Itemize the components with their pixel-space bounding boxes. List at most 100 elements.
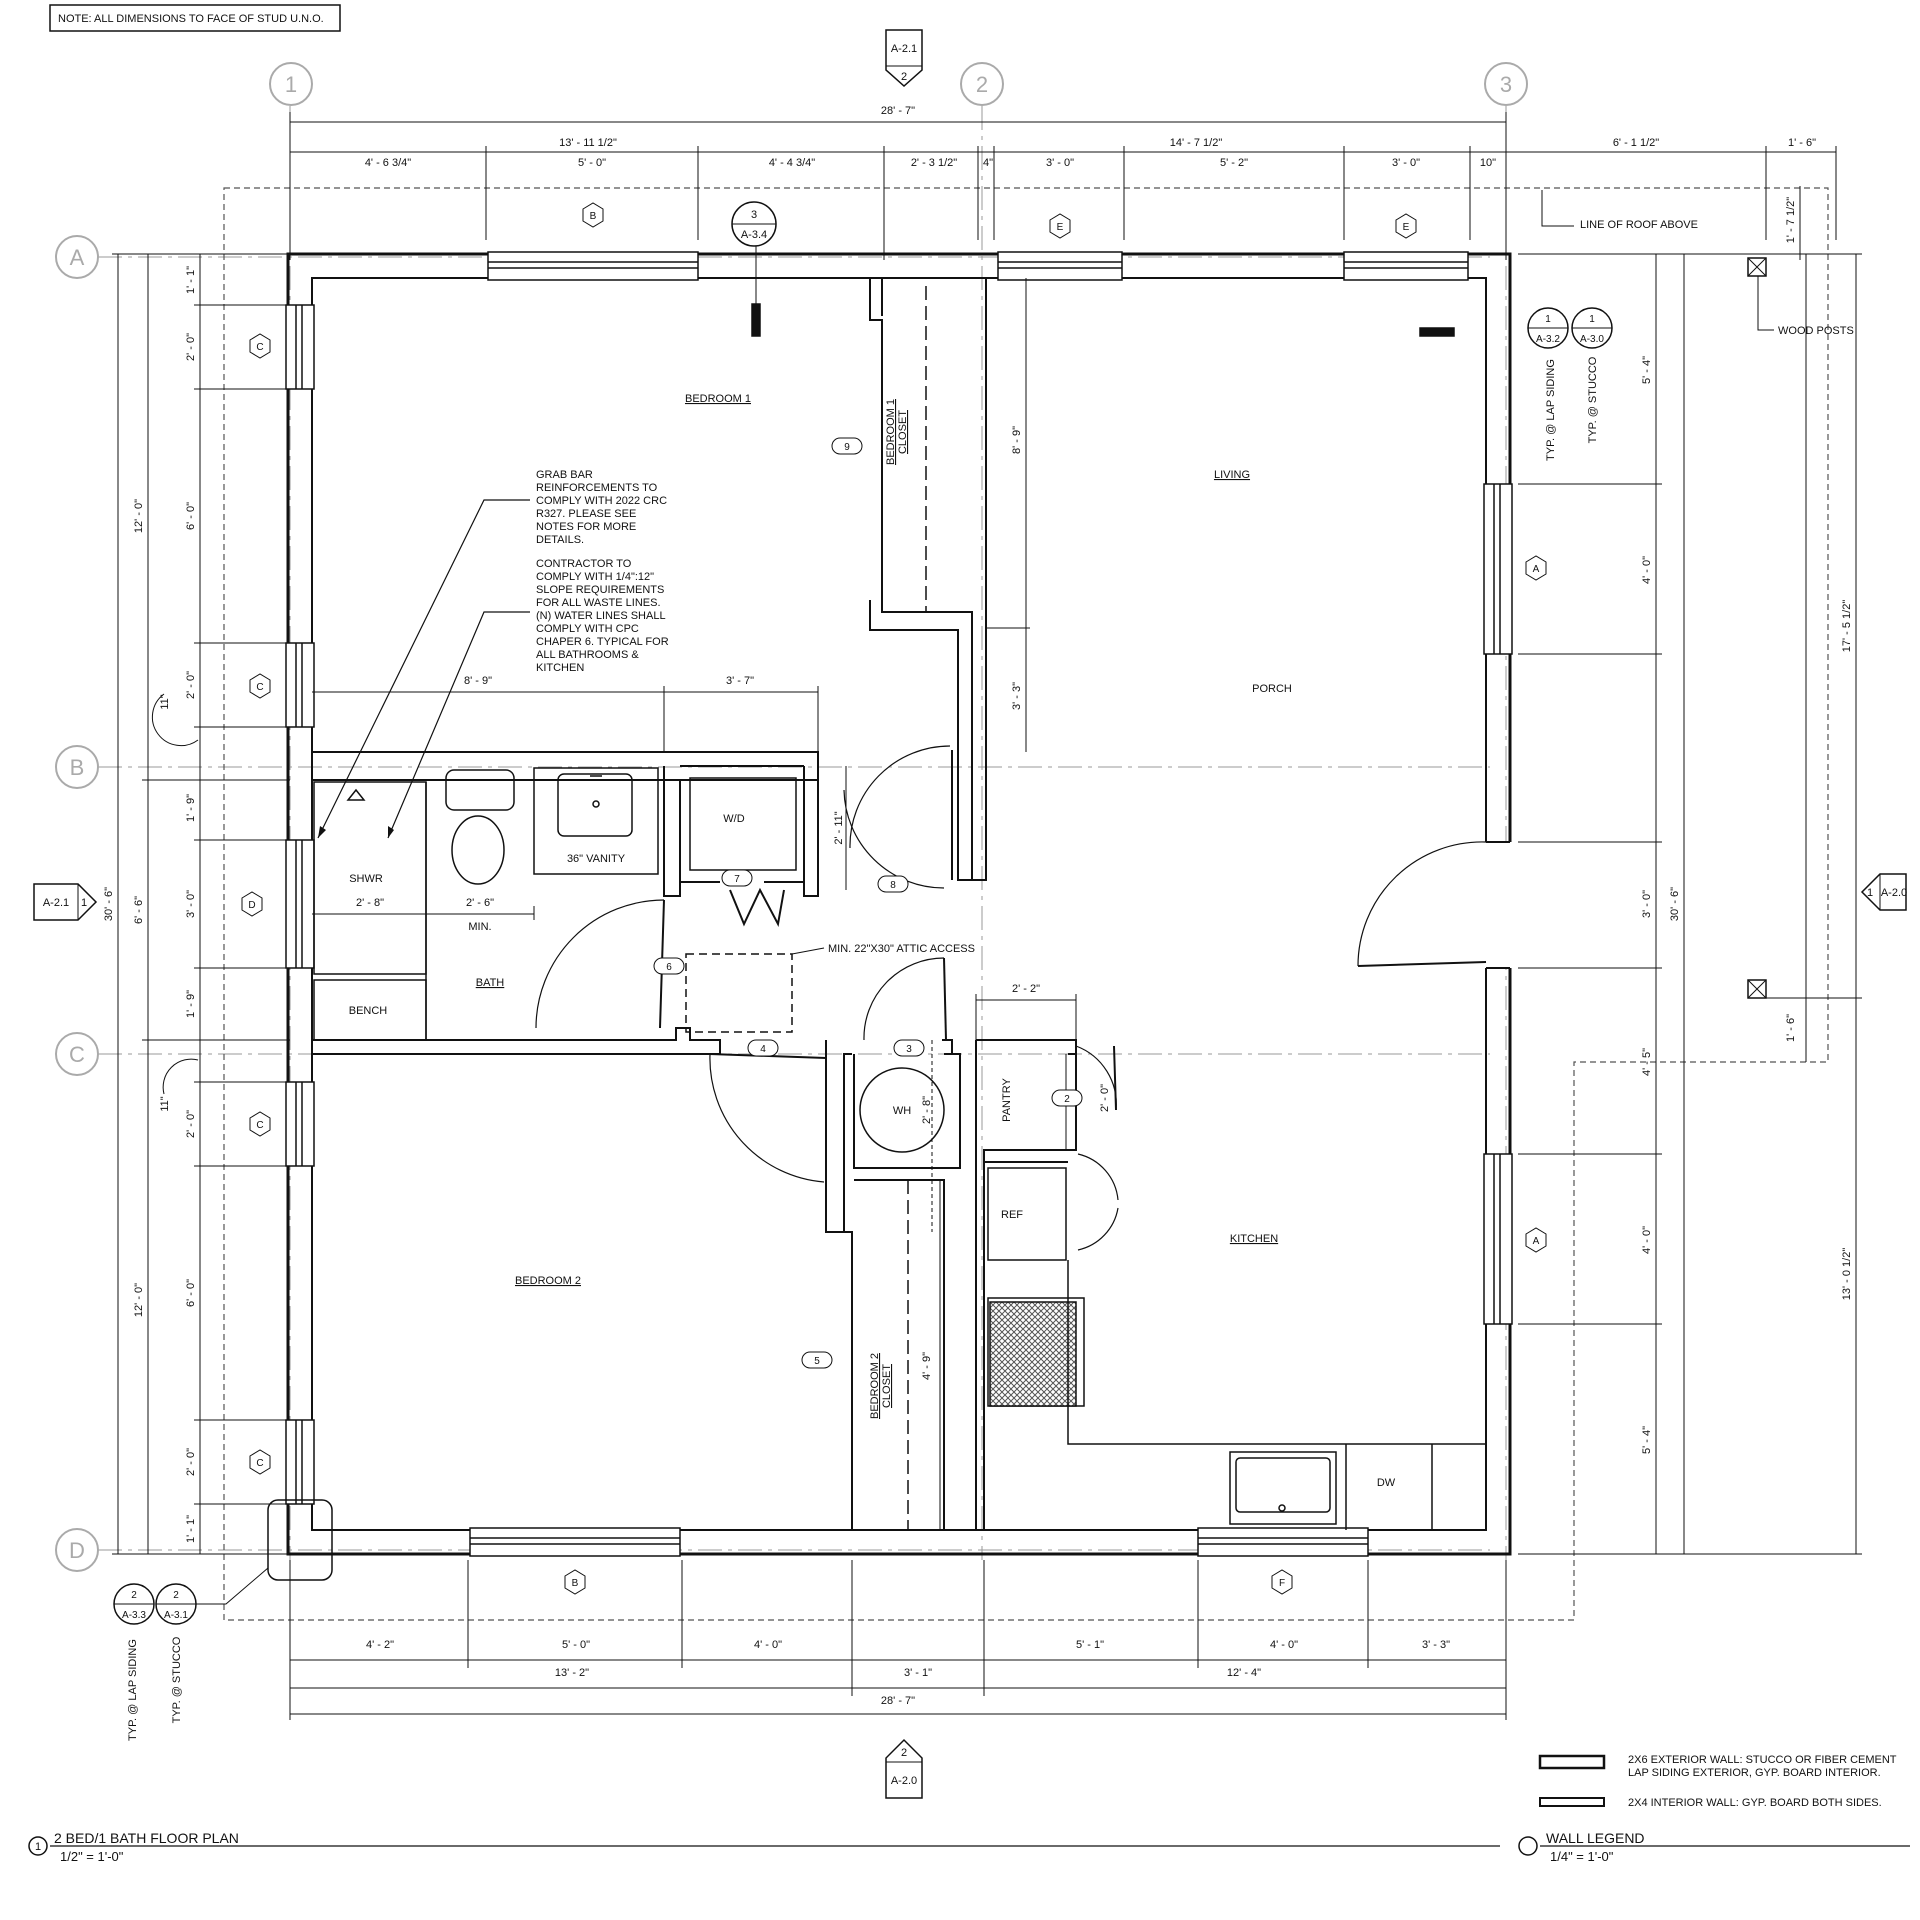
svg-text:2: 2 (1064, 1094, 1070, 1105)
window-tag-c-2: C (249, 673, 271, 699)
svg-text:A-3.4: A-3.4 (741, 229, 767, 241)
note-contractor-line-3: SLOPE REQUIREMENTS (536, 584, 664, 596)
note-contractor-line-1: CONTRACTOR TO (536, 558, 632, 570)
svg-text:1: 1 (285, 72, 297, 97)
svg-text:6' - 1 1/2": 6' - 1 1/2" (1613, 137, 1659, 149)
svg-text:A-3.2: A-3.2 (1536, 334, 1560, 345)
wall-legend: 2X6 EXTERIOR WALL: STUCCO OR FIBER CEMEN… (1538, 1754, 1897, 1809)
svg-text:30' - 6": 30' - 6" (103, 887, 115, 921)
room-bedroom-1-closet-b: CLOSET (897, 410, 909, 454)
front-door (1357, 841, 1513, 969)
svg-text:B: B (70, 755, 85, 780)
room-bath: BATH (476, 977, 505, 989)
svg-text:2' - 2": 2' - 2" (1012, 983, 1040, 995)
callout-a30: 1 A-3.0 (1571, 307, 1613, 349)
window-tag-e-2: E (1395, 213, 1417, 239)
svg-text:3' - 3": 3' - 3" (1011, 682, 1023, 710)
callout-a20-bottom: 2 A-2.0 (885, 1738, 923, 1799)
grid-bubble-3: 3 (1484, 62, 1528, 106)
svg-text:2' - 0": 2' - 0" (185, 1110, 197, 1138)
svg-text:1: 1 (1545, 314, 1551, 325)
svg-text:8' - 9": 8' - 9" (1011, 426, 1023, 454)
svg-text:A-3.3: A-3.3 (122, 1610, 146, 1621)
svg-text:E: E (1403, 222, 1410, 233)
svg-text:12' - 0": 12' - 0" (133, 499, 145, 533)
wood-post-bottom (1747, 979, 1767, 999)
note-contractor-line-4: FOR ALL WASTE LINES. (536, 597, 661, 609)
label-wh: WH (893, 1105, 911, 1117)
general-note: NOTE: ALL DIMENSIONS TO FACE OF STUD U.N… (58, 13, 324, 25)
room-porch: PORCH (1252, 683, 1292, 695)
svg-text:12' - 0": 12' - 0" (133, 1283, 145, 1317)
svg-text:14' - 7 1/2": 14' - 7 1/2" (1170, 137, 1223, 149)
svg-text:6' - 0": 6' - 0" (185, 502, 197, 530)
svg-text:C: C (256, 682, 263, 693)
window-tag-c-4: C (249, 1449, 271, 1475)
svg-text:3' - 0": 3' - 0" (1641, 890, 1653, 918)
svg-text:13' - 2": 13' - 2" (555, 1667, 589, 1679)
door-tag-6: 6 (653, 957, 685, 975)
svg-text:C: C (256, 342, 263, 353)
room-labels: BEDROOM 1 LIVING PORCH SHWR BENCH BATH 3… (349, 393, 1396, 1489)
svg-text:5' - 1": 5' - 1" (1076, 1639, 1104, 1651)
svg-text:8' - 9": 8' - 9" (464, 675, 492, 687)
label-vanity: 36" VANITY (567, 853, 626, 865)
svg-text:17' - 5 1/2": 17' - 5 1/2" (1841, 600, 1853, 653)
svg-text:D: D (69, 1538, 85, 1563)
svg-text:2' - 8": 2' - 8" (356, 897, 384, 909)
legend-scale: 1/4" = 1'-0" (1550, 1849, 1614, 1864)
legend-ext-line-1: 2X6 EXTERIOR WALL: STUCCO OR FIBER CEMEN… (1628, 1754, 1897, 1766)
window-tag-a-2: A (1525, 1227, 1547, 1253)
svg-text:9: 9 (844, 442, 850, 453)
svg-text:28' - 7": 28' - 7" (881, 1695, 915, 1707)
drawing-title: 1 2 BED/1 BATH FLOOR PLAN 1/2" = 1'-0" (28, 1830, 1500, 1864)
svg-text:1' - 1": 1' - 1" (185, 266, 197, 294)
callout-a31: 2 A-3.1 (155, 1583, 197, 1625)
door-tag-5: 5 (801, 1351, 833, 1369)
legend-int-line: 2X4 INTERIOR WALL: GYP. BOARD BOTH SIDES… (1628, 1797, 1882, 1809)
svg-text:8: 8 (890, 880, 896, 891)
svg-text:D: D (248, 900, 255, 911)
note-grab-line-2: REINFORCEMENTS TO (536, 482, 658, 494)
svg-text:2: 2 (901, 71, 907, 83)
room-bedroom-2-closet-b: CLOSET (881, 1364, 893, 1408)
svg-text:1' - 1": 1' - 1" (185, 1515, 197, 1543)
note-typ-lap-siding-top: TYP. @ LAP SIDING (1545, 359, 1557, 461)
svg-text:4' - 0": 4' - 0" (1641, 556, 1653, 584)
svg-text:3' - 0": 3' - 0" (1392, 157, 1420, 169)
svg-text:B: B (572, 1578, 579, 1589)
svg-text:4": 4" (983, 157, 993, 169)
svg-text:C: C (256, 1120, 263, 1131)
note-contractor-line-5: (N) WATER LINES SHALL (536, 610, 666, 622)
svg-text:1: 1 (1589, 314, 1595, 325)
svg-text:12' - 4": 12' - 4" (1227, 1667, 1261, 1679)
room-bedroom-2-closet: BEDROOM 2 (869, 1353, 881, 1419)
note-typ-stucco-bottom: TYP. @ STUCCO (171, 1636, 183, 1723)
svg-text:4' - 0": 4' - 0" (1270, 1639, 1298, 1651)
door-tags: 9 7 8 6 4 3 2 5 (653, 437, 1083, 1369)
roof-line (223, 187, 1829, 1621)
svg-text:A-2.0: A-2.0 (1881, 887, 1907, 899)
legend-title-text: WALL LEGEND (1546, 1830, 1645, 1846)
svg-text:2' - 6": 2' - 6" (466, 897, 494, 909)
window-tags: B E E C C D C C A A B F (241, 202, 1547, 1595)
windows (285, 251, 1513, 1557)
room-bedroom-1-closet: BEDROOM 1 (885, 399, 897, 465)
svg-text:A: A (70, 245, 85, 270)
svg-text:4' - 9": 4' - 9" (921, 1352, 933, 1380)
svg-text:2: 2 (131, 1590, 137, 1601)
note-typ-stucco-top: TYP. @ STUCCO (1587, 356, 1599, 443)
note-grab-line-1: GRAB BAR (536, 469, 593, 481)
label-dw: DW (1377, 1477, 1396, 1489)
label-min: MIN. (468, 921, 491, 933)
svg-text:3' - 0": 3' - 0" (1046, 157, 1074, 169)
svg-text:F: F (1279, 1578, 1285, 1589)
note-grab-line-3: COMPLY WITH 2022 CRC (536, 495, 667, 507)
svg-text:E: E (1057, 222, 1064, 233)
grid-bubble-c: C (55, 1032, 99, 1076)
plumbing-notes: GRAB BAR REINFORCEMENTS TO COMPLY WITH 2… (317, 469, 669, 839)
window-tag-b-bottom: B (564, 1569, 586, 1595)
dimensions-bottom (289, 1560, 1507, 1720)
room-bench: BENCH (349, 1005, 388, 1017)
